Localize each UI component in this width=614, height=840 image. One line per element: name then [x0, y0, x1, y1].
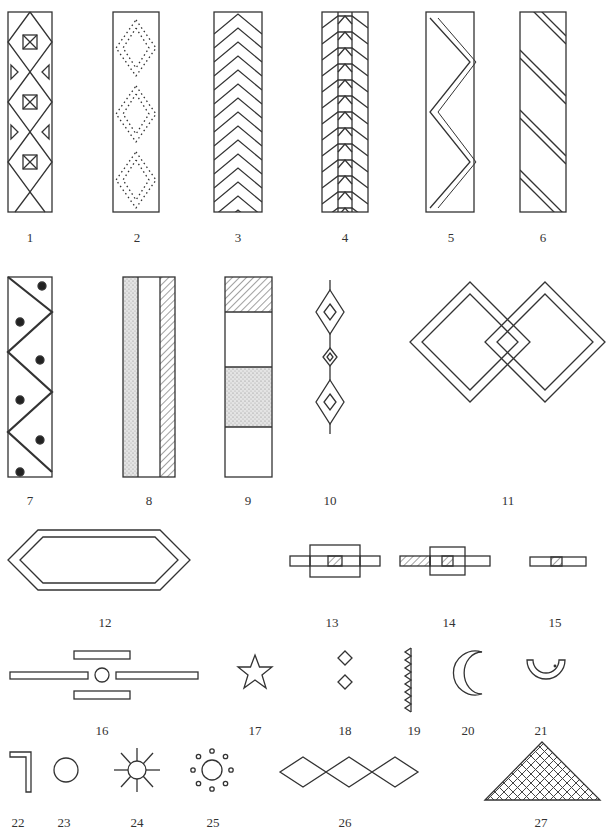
- figure-number: 23: [58, 816, 71, 829]
- figure-number: 4: [342, 231, 349, 244]
- motif-11: [410, 282, 605, 402]
- figure-number: 8: [146, 494, 153, 507]
- figure-number: 20: [462, 724, 475, 737]
- figure-number: 12: [99, 616, 112, 629]
- figure-number: 24: [131, 816, 144, 829]
- motif-6: [520, 0, 566, 224]
- figure-number: 26: [339, 816, 352, 829]
- figure-number: 14: [443, 616, 456, 629]
- figure-number: 21: [535, 724, 548, 737]
- figure-number: 18: [339, 724, 352, 737]
- figure-number: 19: [408, 724, 421, 737]
- motif-21: [527, 660, 565, 679]
- figure-number: 22: [12, 816, 25, 829]
- motif-25: [191, 749, 233, 791]
- figure-number: 1: [27, 231, 34, 244]
- figure-number: 3: [235, 231, 242, 244]
- motif-26: [280, 757, 418, 787]
- motif-2: [113, 12, 159, 212]
- motif-23: [54, 758, 78, 782]
- motif-20: [453, 651, 482, 695]
- motif-1: [8, 12, 52, 212]
- motif-19: [405, 648, 411, 712]
- figure-number: 2: [134, 231, 141, 244]
- figure-number: 25: [207, 816, 220, 829]
- motif-16: [10, 651, 198, 699]
- motif-24: [114, 748, 160, 792]
- figure-number: 27: [535, 816, 548, 829]
- motif-15: [530, 557, 586, 566]
- motif-5: [426, 12, 476, 212]
- motif-18: [338, 651, 352, 689]
- motif-22: [10, 752, 31, 792]
- motif-9: [225, 277, 272, 477]
- figure-number: 6: [540, 231, 547, 244]
- motif-10: [316, 280, 344, 434]
- motif-17: [238, 655, 272, 688]
- motif-3: [214, 12, 262, 230]
- figure-number: 10: [324, 494, 337, 507]
- figure-number: 17: [249, 724, 262, 737]
- motif-12: [8, 530, 190, 590]
- figure-number: 5: [448, 231, 455, 244]
- motif-14: [400, 547, 490, 575]
- motif-7: [8, 277, 52, 477]
- motif-13: [290, 545, 380, 577]
- motif-4: [322, 12, 368, 220]
- motif-27: [485, 740, 600, 800]
- figure-number: 15: [549, 616, 562, 629]
- figure-number: 7: [27, 494, 34, 507]
- figure-number: 11: [502, 494, 515, 507]
- figure-number: 16: [96, 724, 109, 737]
- motif-8: [123, 277, 175, 477]
- figure-number: 9: [245, 494, 252, 507]
- figure-number: 13: [326, 616, 339, 629]
